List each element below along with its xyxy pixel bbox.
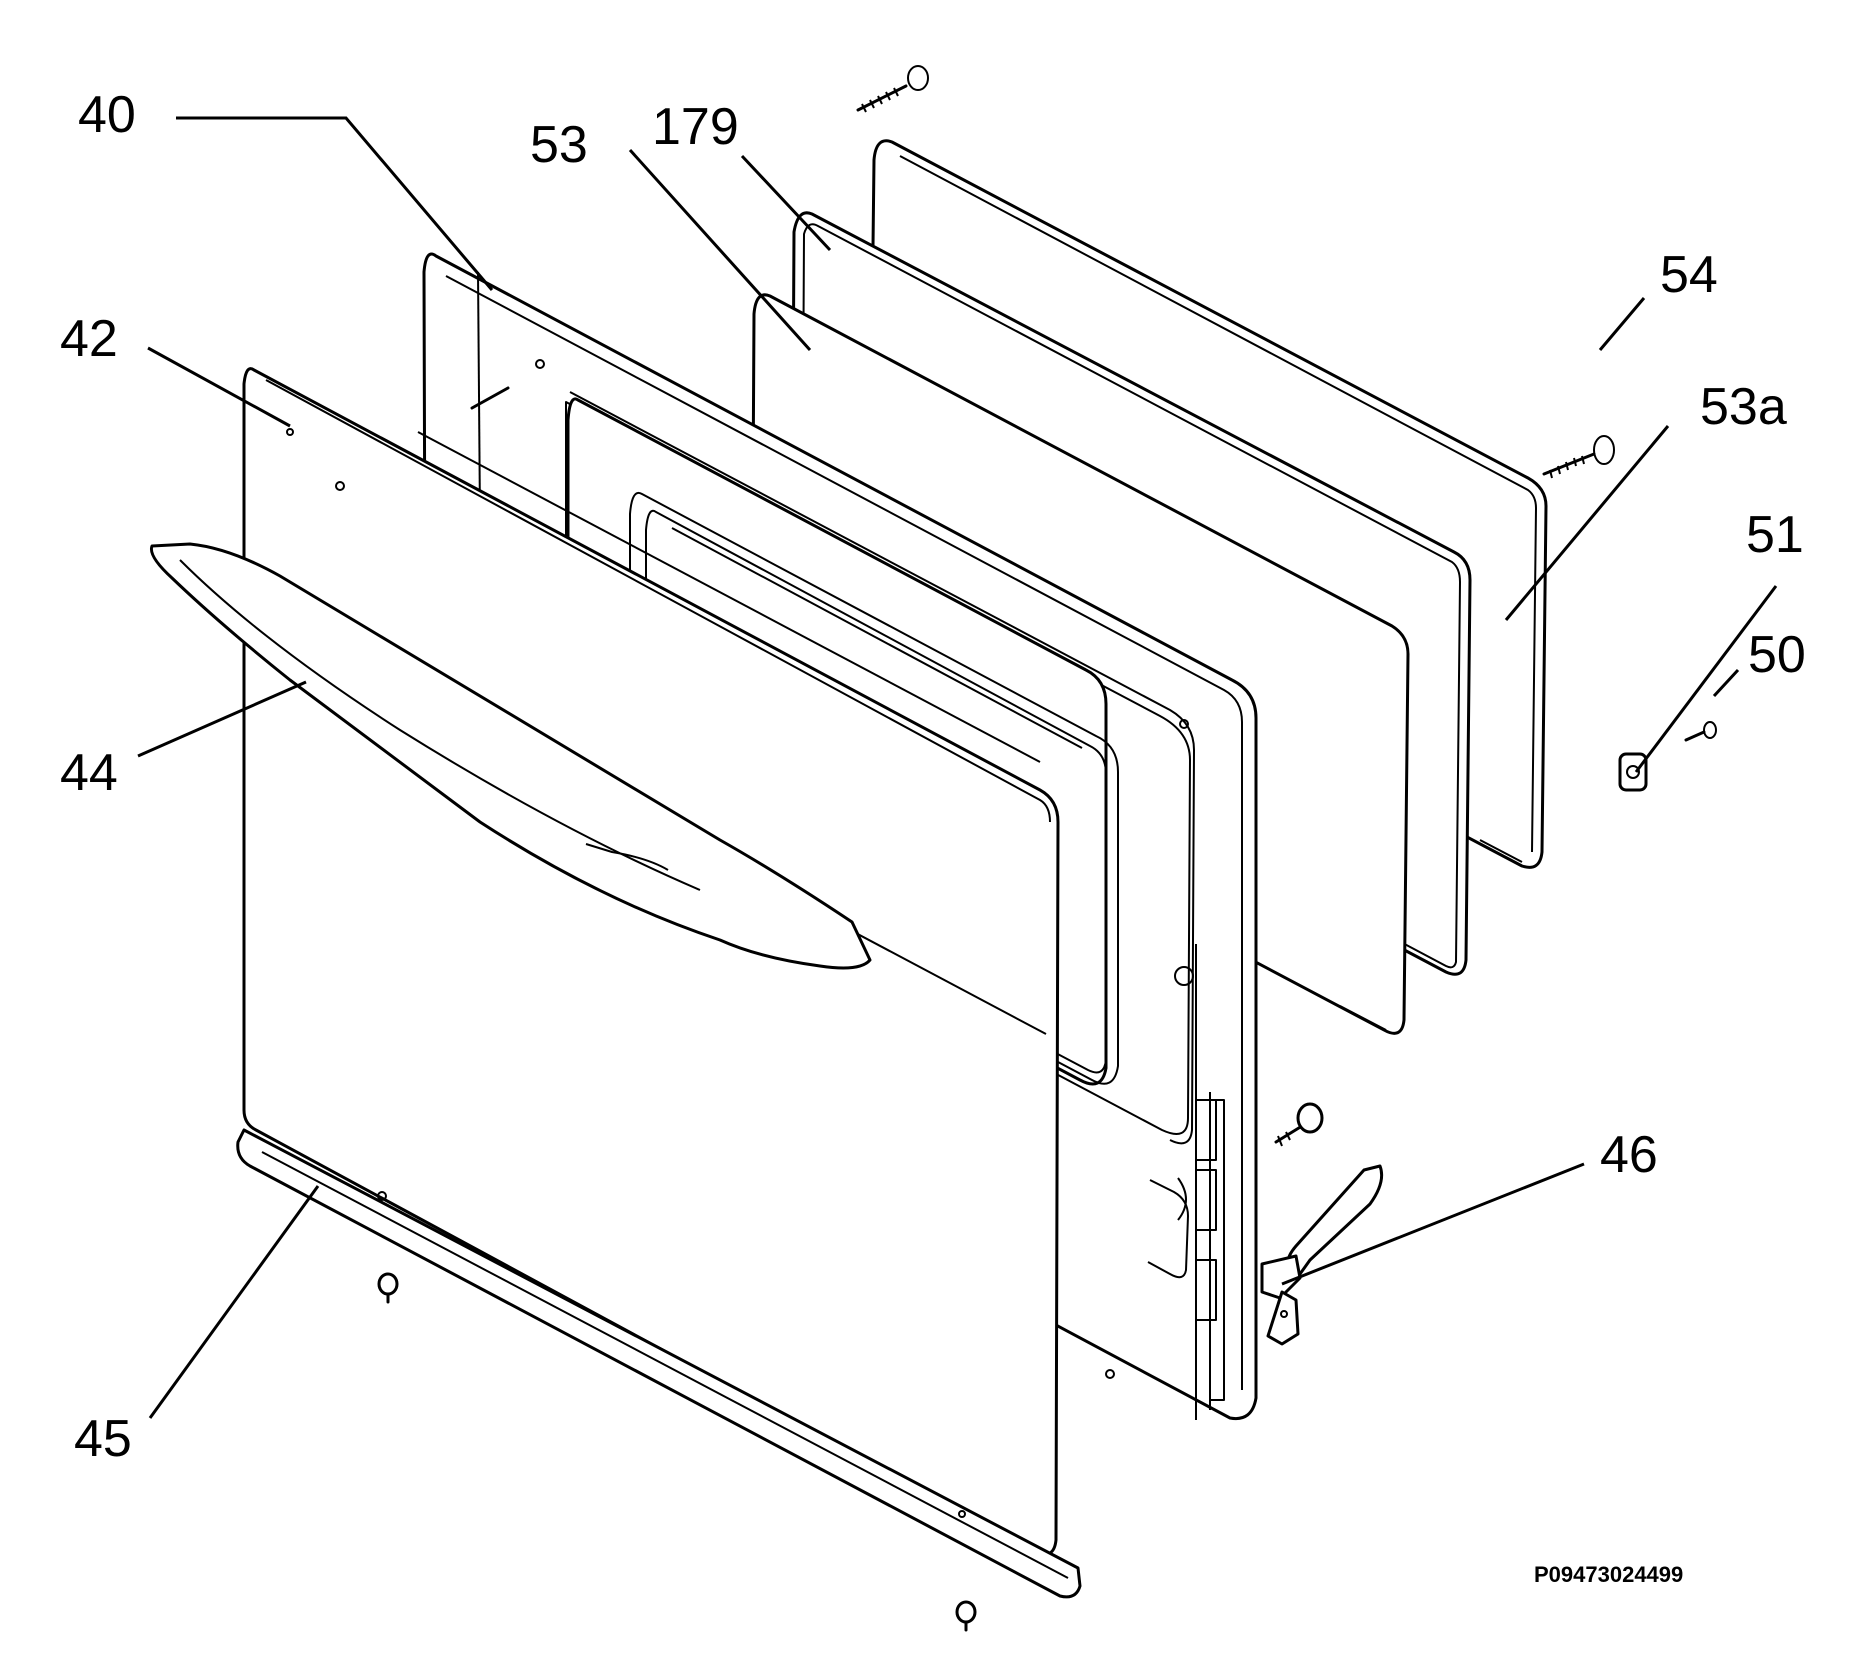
bottom-screw-right	[955, 1600, 977, 1632]
callout-54: 54	[1660, 246, 1718, 304]
callout-53a: 53a	[1700, 378, 1787, 436]
door-hinge	[1260, 1164, 1384, 1346]
screw-50	[1684, 721, 1717, 742]
callout-45: 45	[74, 1410, 132, 1468]
bottom-trim-strip	[236, 1128, 1082, 1599]
door-handle	[149, 542, 872, 970]
reference-code: P09473024499	[1534, 1562, 1683, 1587]
callout-179: 179	[652, 98, 739, 156]
clip-51	[1618, 752, 1648, 792]
hinge-screw	[1274, 1102, 1324, 1147]
callout-46: 46	[1600, 1126, 1658, 1184]
leader-lines	[137, 116, 1778, 1419]
callout-44: 44	[60, 744, 118, 802]
side-screw-54	[1542, 435, 1615, 479]
callout-40: 40	[78, 86, 136, 144]
top-screw	[856, 65, 929, 113]
callout-50: 50	[1748, 626, 1806, 684]
callout-53: 53	[530, 116, 588, 174]
bottom-screw-left	[377, 1272, 399, 1304]
callout-42: 42	[60, 310, 118, 368]
callout-51: 51	[1746, 506, 1804, 564]
